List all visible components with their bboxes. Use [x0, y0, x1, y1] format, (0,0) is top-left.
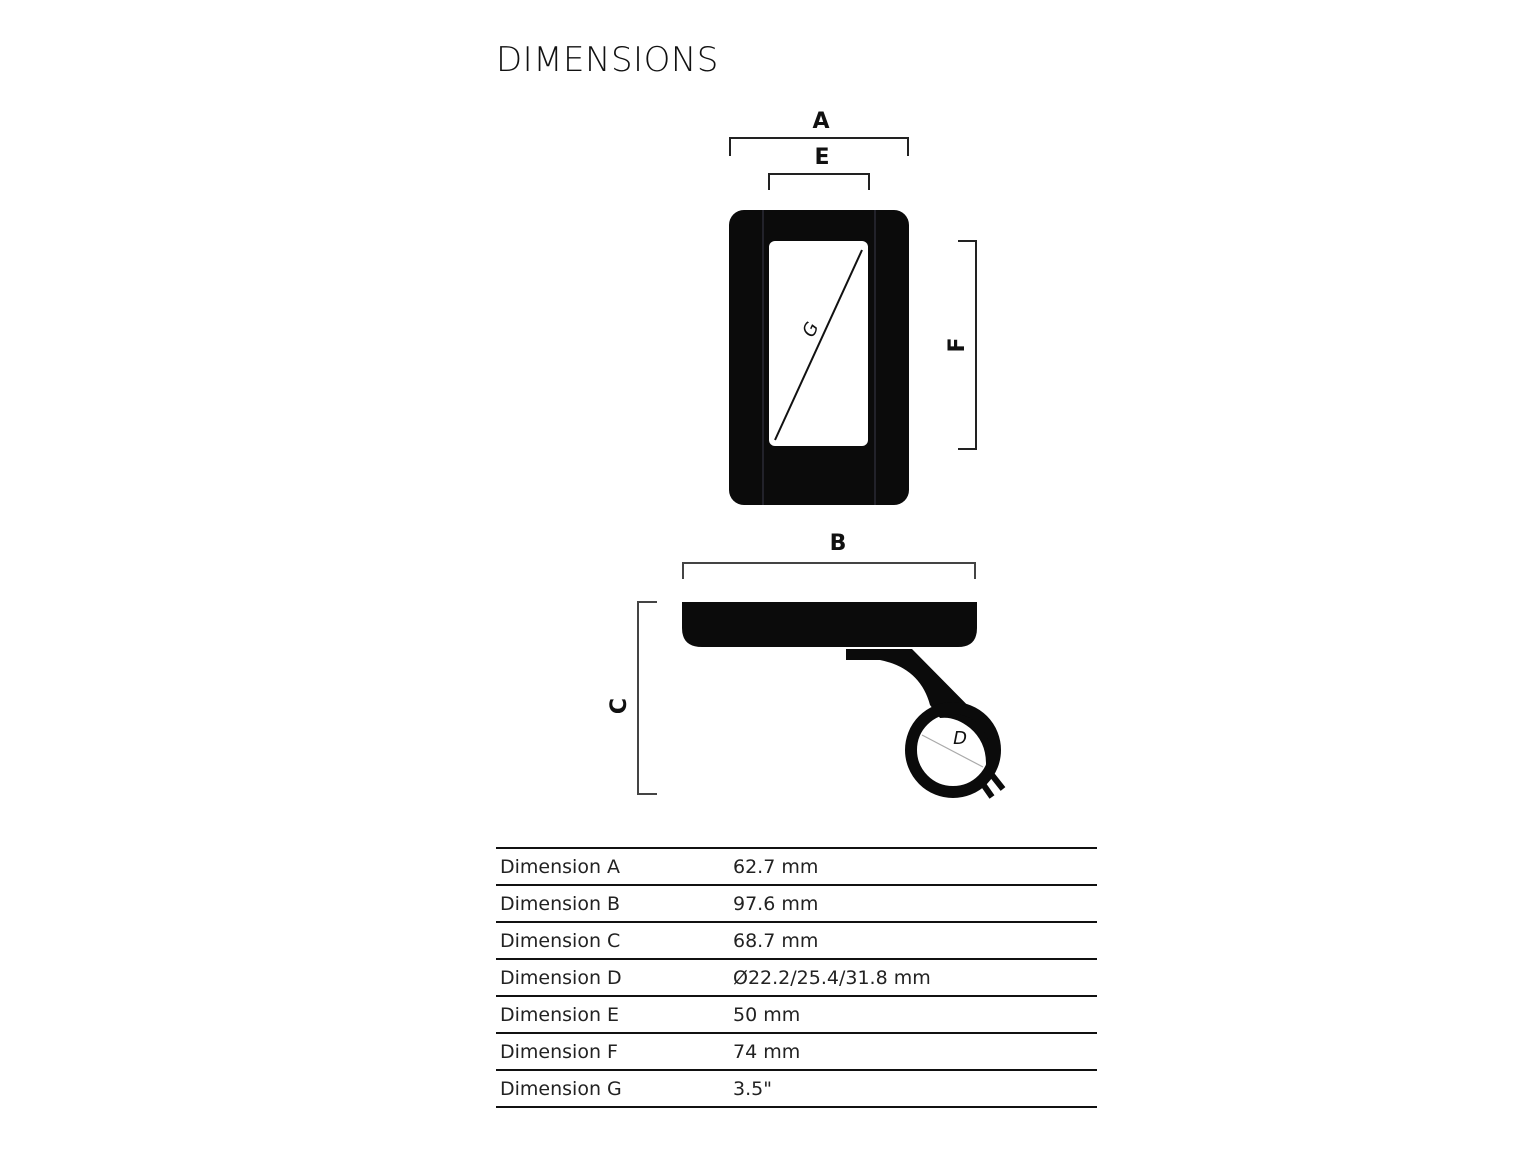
row-value: 50 mm — [733, 995, 1097, 1033]
row-label: Dimension E — [496, 995, 733, 1033]
row-label: Dimension D — [496, 958, 733, 996]
row-value: 68.7 mm — [733, 921, 1097, 959]
label-a: A — [812, 109, 829, 134]
clamp-tab — [985, 768, 1006, 791]
row-value: 3.5" — [733, 1069, 1097, 1108]
row-value: 62.7 mm — [733, 847, 1097, 885]
bracket-c — [637, 601, 657, 795]
row-value: 74 mm — [733, 1032, 1097, 1070]
label-e: E — [814, 145, 829, 170]
row-label: Dimension C — [496, 921, 733, 959]
diameter-d-line — [921, 734, 984, 768]
bracket-b — [682, 562, 976, 579]
diagonal-g-line — [774, 249, 863, 441]
bracket-a — [729, 137, 909, 156]
bracket-f — [958, 240, 977, 450]
label-c: C — [607, 698, 632, 714]
row-label: Dimension F — [496, 1032, 733, 1070]
row-label: Dimension A — [496, 847, 733, 885]
row-label: Dimension B — [496, 884, 733, 922]
row-label: Dimension G — [496, 1069, 733, 1108]
handlebar-clamp — [905, 702, 1001, 798]
clamp-tab — [975, 775, 995, 799]
device-body-side — [682, 602, 977, 647]
row-value: 97.6 mm — [733, 884, 1097, 922]
row-value: Ø22.2/25.4/31.8 mm — [733, 958, 1097, 996]
label-b: B — [830, 531, 847, 556]
page-title: DIMENSIONS — [496, 40, 719, 80]
front-view: G — [729, 210, 909, 505]
bracket-e — [768, 173, 870, 190]
label-d: D — [953, 728, 967, 749]
side-view: D — [682, 602, 1006, 799]
label-f: F — [945, 337, 970, 352]
